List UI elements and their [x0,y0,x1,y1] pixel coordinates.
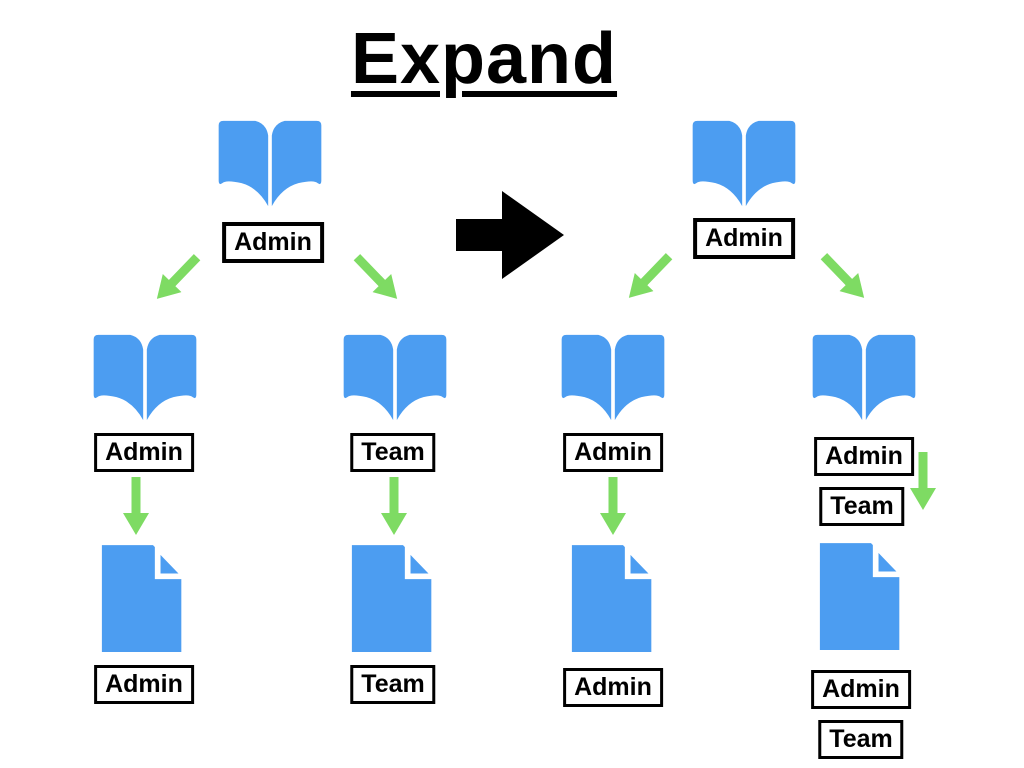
document-icon [819,541,905,650]
folder-label: Admin [94,433,194,472]
green-arrow-down-icon [600,477,626,535]
green-arrow-down-left-icon [156,254,201,299]
green-arrow-down-right-icon [353,254,398,299]
green-arrow-down-icon [123,477,149,535]
document-icon [351,543,437,652]
green-arrow-down-right-icon [820,253,865,298]
open-book-icon [93,334,197,421]
diagram-title: Expand [350,19,618,99]
folder-label: Team [350,433,436,472]
document-label: Admin [563,668,663,707]
green-arrow-down-icon [381,477,407,535]
green-arrow-down-icon [910,452,936,510]
open-book-icon [218,120,322,207]
folder-label: Admin [693,218,795,259]
folder-label: Admin [563,433,663,472]
document-label: Admin [94,665,194,704]
open-book-icon [812,334,916,421]
document-label: Team [818,720,904,759]
open-book-icon [692,120,796,207]
folder-label: Admin [814,437,914,476]
document-icon [101,543,187,652]
folder-label: Team [819,487,905,526]
open-book-icon [561,334,665,421]
green-arrow-down-left-icon [628,253,673,298]
right-arrow-icon [456,191,564,279]
document-icon [571,543,657,652]
document-label: Team [350,665,436,704]
open-book-icon [343,334,447,421]
folder-label: Admin [222,222,324,263]
document-label: Admin [811,670,911,709]
